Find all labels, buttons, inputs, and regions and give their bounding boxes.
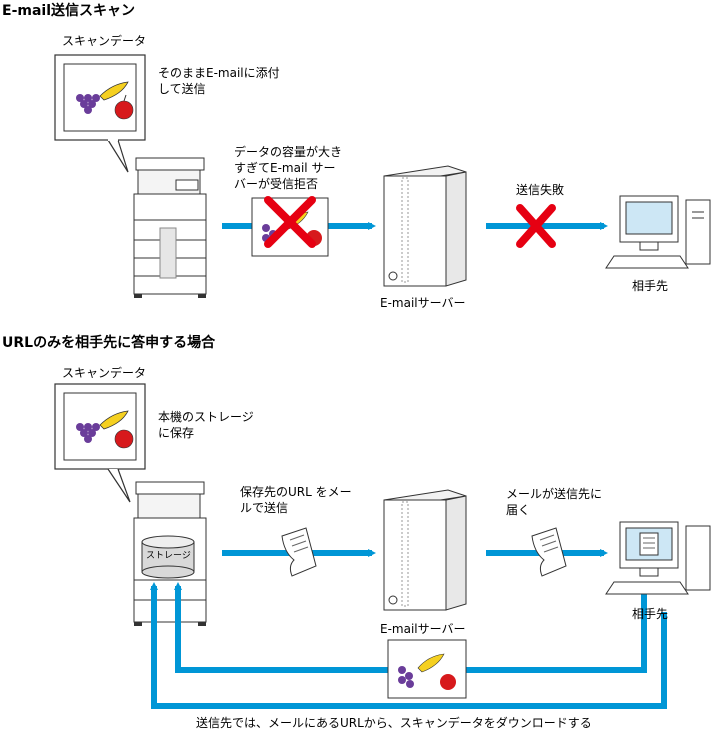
section2-title: URLのみを相手先に答申する場合 (2, 335, 216, 351)
downloaded-image (387, 639, 467, 699)
recipient-label-2: 相手先 (632, 607, 669, 621)
error-note-line3: バーが受信拒否 (234, 177, 319, 191)
mail-document-icon (531, 527, 567, 577)
url-note-line1: 保存先のURL をメー (240, 485, 352, 499)
section1-title: E-mail送信スキャン (2, 3, 136, 19)
send-fail-label: 送信失敗 (516, 183, 565, 197)
scan-data-label-1: スキャンデータ (62, 34, 147, 48)
recipient-pc-icon (605, 195, 711, 269)
email-server-icon (383, 165, 467, 287)
download-path-outer (150, 582, 667, 709)
mail-note-line1: メールが送信先に (506, 487, 603, 501)
balloon-text-1-line1: そのままE-mailに添付 (158, 66, 280, 80)
recipient-label-1: 相手先 (632, 279, 669, 293)
fruit-icon (76, 81, 134, 120)
balloon-text-2-line1: 本機のストレージ (158, 410, 254, 424)
scan-image-balloon-1 (54, 54, 146, 173)
recipient-pc-icon (605, 521, 711, 595)
server-label-1: E-mailサーバー (380, 296, 466, 310)
mail-note-line2: 届く (506, 503, 531, 517)
cross-mark-icon (516, 204, 556, 248)
error-note-line2: すぎてE-mail サー (234, 161, 336, 175)
fruit-icon (76, 410, 134, 449)
url-document-icon (281, 527, 317, 577)
mfp-printer-1 (133, 157, 207, 298)
download-caption: 送信先では、メールにあるURLから、スキャンデータをダウンロードする (196, 716, 592, 730)
storage-cylinder-icon (141, 535, 195, 579)
balloon-text-2-line2: に保存 (158, 426, 195, 440)
server-label-2: E-mailサーバー (380, 622, 466, 636)
storage-label: ストレージ (146, 551, 191, 561)
url-note-line2: ルで送信 (240, 501, 289, 515)
error-note-line1: データの容量が大き (234, 145, 343, 159)
balloon-text-1-line2: して送信 (158, 82, 206, 96)
cross-mark-icon (264, 196, 316, 248)
email-server-icon (383, 489, 467, 611)
scan-data-label-2: スキャンデータ (62, 366, 147, 380)
scan-image-balloon-2 (54, 383, 146, 503)
